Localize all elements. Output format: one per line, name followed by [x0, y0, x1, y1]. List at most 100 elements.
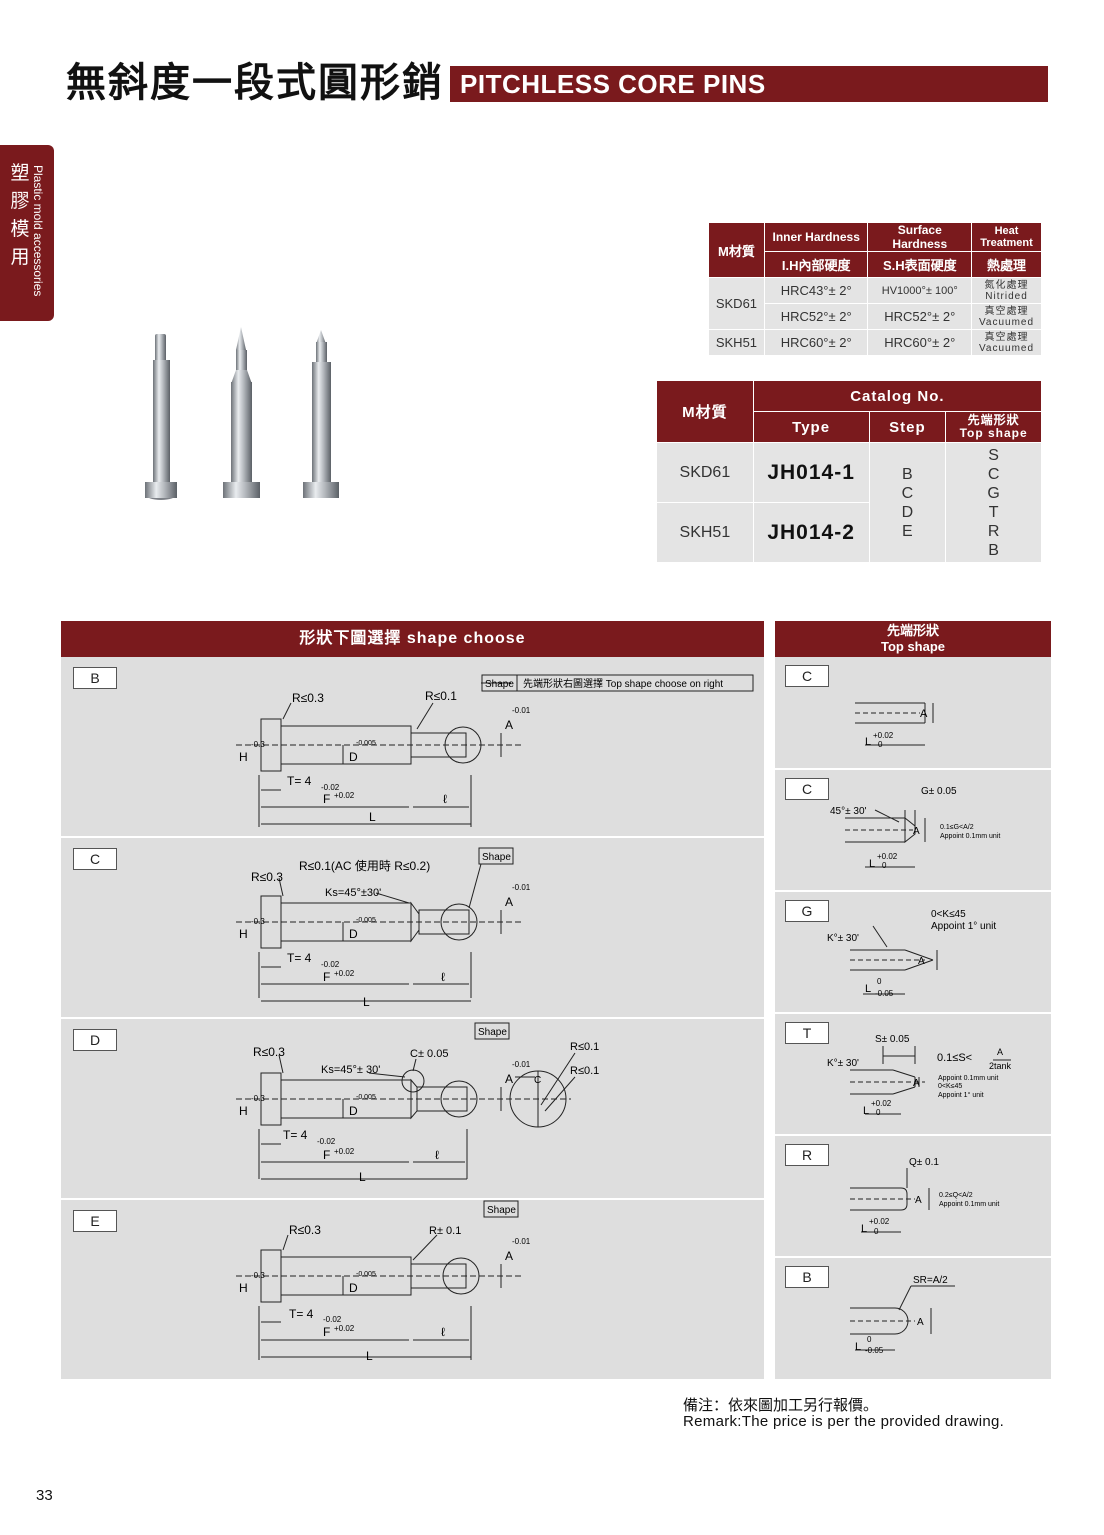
section-label: C	[785, 778, 829, 800]
step-item: B	[902, 465, 913, 483]
formula-left: 0.1≤S<	[937, 1052, 972, 1064]
dim-l-tol: +0.02	[877, 852, 898, 861]
step-item: C	[901, 484, 914, 502]
dim-a: A	[918, 956, 925, 967]
dim-t-tol: -0.02	[323, 1315, 342, 1324]
shape-tag: Shape	[485, 679, 514, 690]
dim-f-tol: +0.02	[334, 1147, 355, 1156]
section-label: B	[73, 667, 117, 689]
dim-t: T= 4	[283, 1128, 308, 1142]
dim-r2: R≤0.1(AC 使用時 R≤0.2)	[299, 858, 430, 873]
step-header: Step	[868, 411, 947, 443]
side-char: 膠	[10, 190, 30, 212]
product-photo	[145, 327, 339, 500]
shape-item: G	[987, 484, 1000, 502]
drawing-e: R≤0.3 R± 0.1 Shape H -0.3 D -0.005 A -0.…	[236, 1200, 531, 1363]
drawing-d: R≤0.3 C± 0.05 Ks=45°± 30' R≤0.1 R≤0.1 C …	[236, 1022, 599, 1184]
dim-a: A	[913, 1078, 920, 1089]
dim-l: L	[369, 810, 376, 824]
dim-l-tol: +0.02	[871, 1099, 892, 1108]
dim-l-tol: 0	[878, 740, 883, 749]
shape-tag: Shape	[487, 1205, 516, 1216]
ht-cn: 氮化處理	[984, 279, 1029, 291]
dim-h: H	[239, 1104, 248, 1118]
dim-s: S± 0.05	[875, 1034, 910, 1045]
dim-l: L	[863, 1105, 869, 1117]
table-cell: HRC43°± 2°	[763, 277, 869, 304]
dim-a: A	[915, 1195, 922, 1206]
section-label: E	[73, 1210, 117, 1232]
dim-a: A	[505, 1249, 513, 1263]
dim-a-tol: -0.01	[512, 1237, 531, 1246]
top-shape-title-en: Top shape	[880, 639, 946, 654]
dim-h-tol: -0.3	[251, 740, 265, 749]
dim-t-tol: -0.02	[321, 783, 340, 792]
dim-d: D	[349, 1104, 358, 1118]
dim-q: Q± 0.1	[909, 1157, 939, 1168]
ht-en: Vacuumed	[978, 316, 1035, 328]
pin-image	[303, 330, 339, 498]
dim-l-tol: -0.05	[865, 1346, 884, 1355]
dim-t: T= 4	[287, 951, 312, 965]
top-shape-drawing: S± 0.05 K°± 30' 0.1≤S< A 2tank Appoint 0…	[827, 1034, 1012, 1117]
dim-c-small: C	[534, 1075, 541, 1086]
top-shape-drawing: A L +0.02 0	[855, 702, 934, 749]
dim-a: A	[920, 708, 928, 720]
section-label: D	[73, 1029, 117, 1051]
ht-cn: 真空處理	[984, 305, 1029, 317]
dim-l: L	[869, 858, 875, 870]
dim-l-tol: 0	[867, 1335, 872, 1344]
dim-ks: Ks=45°±30'	[325, 887, 381, 899]
ht-cn: 真空處理	[984, 331, 1029, 343]
dim-a-tol: -0.01	[512, 1060, 531, 1069]
dim-h: H	[239, 750, 248, 764]
dim-h-tol: -0.3	[251, 1271, 265, 1280]
dim-h: H	[239, 1281, 248, 1295]
table-cell: HRC52°± 2°	[763, 303, 869, 330]
drawing-b: R≤0.3 R≤0.1 Shape 先端形狀右圖選擇 Top shape cho…	[236, 674, 754, 827]
pin-image	[223, 327, 260, 498]
dim-a: A	[917, 1317, 924, 1328]
side-tab-en: Plastic mold accessories	[31, 165, 45, 297]
shape-note: 先端形狀右圖選擇 Top shape choose on right	[523, 677, 723, 690]
remark-cn: 備注：依來圖加工另行報價。	[683, 1396, 879, 1414]
side-char: 用	[10, 246, 30, 268]
dim-appoint: Appoint 1° unit	[931, 921, 996, 932]
dim-f: F	[323, 970, 330, 984]
section-label: B	[785, 1266, 829, 1288]
table-cell: HRC60°± 2°	[867, 329, 973, 356]
dim-r1: R≤0.3	[289, 1223, 321, 1237]
dim-t-tol: -0.02	[321, 960, 340, 969]
material-header: M材質	[656, 380, 754, 443]
side-tab-cn: 塑 膠 模 用	[9, 159, 31, 271]
type-cell: JH014-2	[752, 502, 870, 563]
material-cell: SKH51	[708, 329, 765, 356]
formula-den: 2tank	[989, 1061, 1012, 1071]
dim-f: F	[323, 1325, 330, 1339]
top-shape-section-r: R Q± 0.1 0.2≤Q<A/2 Appoint 0.1mm unit A …	[775, 1136, 1051, 1258]
dim-d-tol: -0.005	[356, 917, 376, 924]
dim-c: C± 0.05	[410, 1048, 448, 1060]
section-label: C	[73, 848, 117, 870]
top-shape-section-g: G 0<K≤45 Appoint 1° unit K°± 30' A L 0 -…	[775, 892, 1051, 1014]
hardness-table: M材質 Inner Hardness Surface Hardness Heat…	[708, 222, 1042, 356]
dim-l-tol: 0	[882, 861, 887, 870]
top-shape-cell: S C G T R B	[945, 442, 1042, 563]
dim-l: L	[359, 1170, 366, 1184]
dim-f: F	[323, 1148, 330, 1162]
catalog-header: Catalog No.	[752, 380, 1043, 412]
dim-r1: R≤0.3	[292, 691, 324, 705]
material-header: M材質	[708, 222, 765, 278]
dim-l-tol: +0.02	[869, 1217, 890, 1226]
top-shape-section-b: B SR=A/2 A L 0 -0.05	[775, 1258, 1051, 1379]
title-banner: PITCHLESS CORE PINS	[450, 66, 1048, 102]
col-header: Heat Treatment	[971, 222, 1042, 252]
section-label: C	[785, 665, 829, 687]
formula-num: A	[997, 1047, 1003, 1057]
dim-d: D	[349, 750, 358, 764]
dim-r2: R≤0.1	[425, 689, 457, 703]
page-number: 33	[36, 1487, 53, 1504]
page-title-en: PITCHLESS CORE PINS	[460, 69, 766, 99]
